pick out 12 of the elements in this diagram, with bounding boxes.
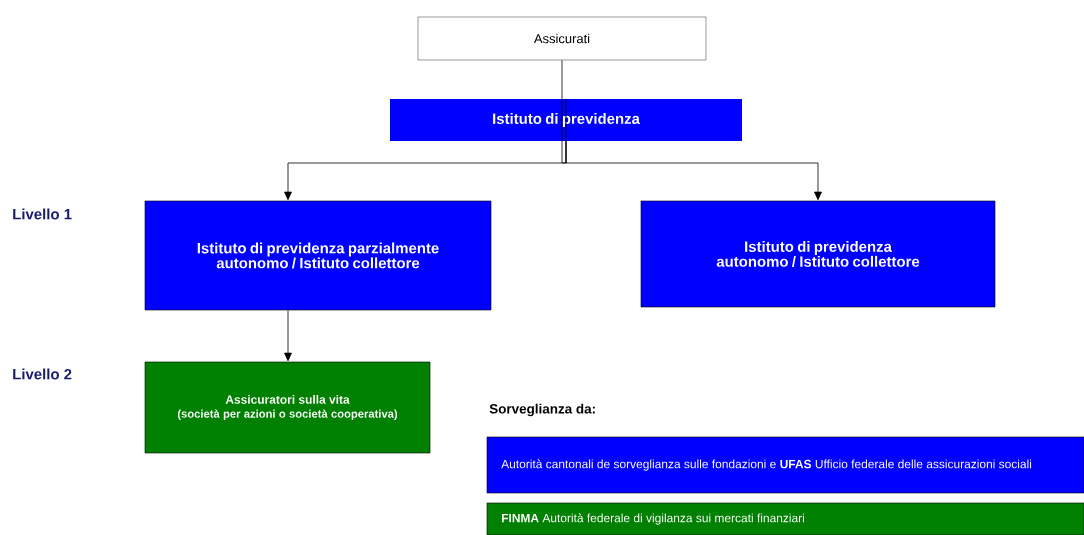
supervisor-band: Autorità cantonali de sorveglianza sulle fondazioni e UFAS Ufficio federale delle assicurazioni sociali xyxy=(486,436,1084,494)
box: Assicurati xyxy=(417,16,707,61)
arrow xyxy=(565,140,822,201)
level-label: Livello 1 xyxy=(13,208,72,220)
arrow xyxy=(284,309,292,362)
process-box: Istituto di previdenza xyxy=(390,99,742,141)
level-label: Livello 2 xyxy=(13,368,72,380)
heading: Sorveglianza da: xyxy=(489,403,595,417)
supervisor-band: FINMA Autorità federale di vigilanza sui mercati finanziari xyxy=(486,502,1084,535)
process-box: Assicuratori sulla vita (società per azioni o società cooperativa) xyxy=(144,361,431,454)
process-box: Istituto di previdenza parzialmente autonomo / Istituto collettore xyxy=(144,200,492,311)
process-box: Istituto di previdenza autonomo / Istituto collettore xyxy=(640,200,996,308)
